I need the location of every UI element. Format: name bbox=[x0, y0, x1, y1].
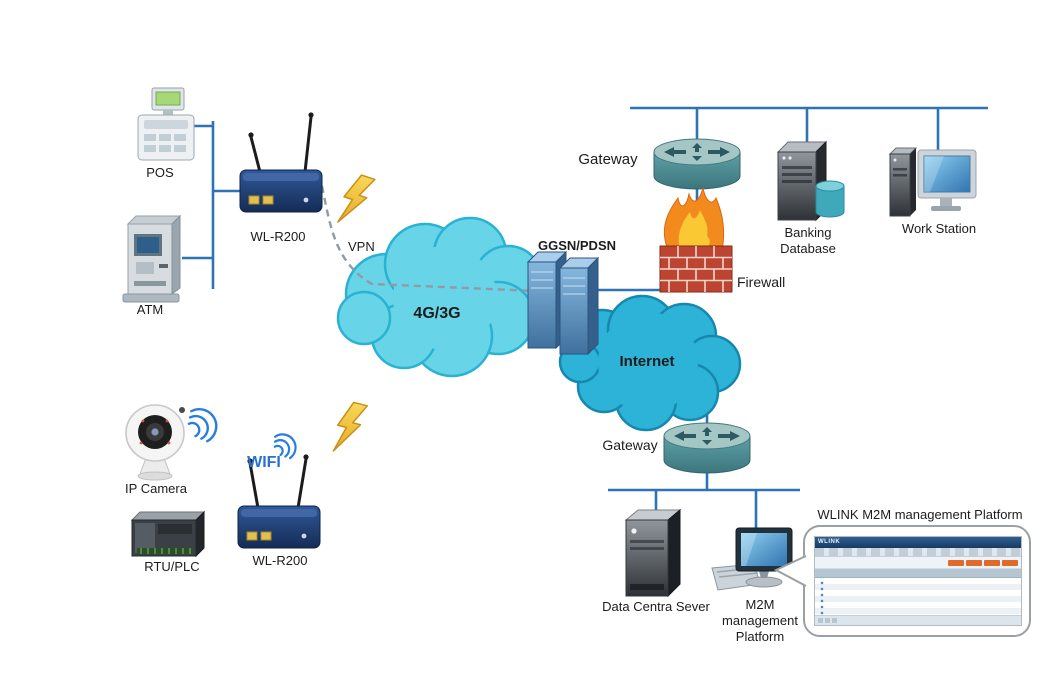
screenshot-pager-button bbox=[818, 618, 823, 623]
data-center-server-device bbox=[624, 508, 682, 598]
screenshot-toolbar-button bbox=[1002, 559, 1018, 566]
router-top-label: WL-R200 bbox=[250, 229, 306, 244]
screenshot-toolbar-button bbox=[948, 559, 964, 566]
gateway-top-device bbox=[653, 138, 741, 190]
ip-camera-label: IP Camera bbox=[125, 481, 187, 496]
screenshot-toolbar-button bbox=[984, 559, 1000, 566]
m2m-platform-screenshot: WLINK bbox=[814, 536, 1022, 626]
screenshot-toolbar bbox=[815, 557, 1021, 569]
screenshot-pager-button bbox=[832, 618, 837, 623]
screenshot-header-bar: WLINK bbox=[815, 537, 1021, 548]
vpn-dashed-link bbox=[320, 185, 537, 293]
wifi-signal-text-icon bbox=[273, 433, 297, 460]
gateway-top-label: Gateway bbox=[578, 151, 638, 168]
vpn-label: VPN bbox=[348, 239, 375, 254]
rtu-plc-label: RTU/PLC bbox=[144, 559, 200, 574]
m2m-platform-label: M2M management Platform bbox=[722, 597, 798, 644]
work-station-device bbox=[888, 147, 977, 217]
pos-label: POS bbox=[146, 165, 174, 180]
ggsn-label: GGSN/PDSN bbox=[537, 238, 616, 253]
router-bottom-device bbox=[237, 454, 321, 549]
data-center-server-label: Data Centra Sever bbox=[602, 599, 710, 614]
screenshot-table-rows bbox=[815, 578, 1021, 615]
router-top-device bbox=[239, 112, 323, 213]
rtu-plc-device bbox=[130, 510, 206, 558]
screenshot-logo: WLINK bbox=[818, 539, 841, 545]
firewall-device bbox=[659, 187, 733, 293]
router-bottom-label: WL-R200 bbox=[252, 553, 308, 568]
atm-label: ATM bbox=[136, 302, 164, 317]
work-station-label: Work Station bbox=[901, 221, 977, 236]
cloud-4g-label: 4G/3G bbox=[413, 305, 461, 322]
banking-database-label: Banking Database bbox=[780, 225, 836, 256]
screenshot-menu-bar bbox=[815, 548, 1021, 557]
lightning-bottom-icon bbox=[332, 401, 369, 452]
wifi-label: WIFI bbox=[247, 454, 281, 471]
cloud-4g bbox=[336, 216, 544, 378]
screenshot-pager-button bbox=[825, 618, 830, 623]
lightning-top-icon bbox=[337, 174, 376, 223]
gateway-bottom-device bbox=[663, 422, 751, 474]
ip-camera-device bbox=[125, 404, 185, 481]
cloud-internet bbox=[558, 294, 742, 432]
m2m-platform-device bbox=[711, 527, 793, 591]
wifi-signal-camera-icon bbox=[187, 408, 218, 443]
internet-label: Internet bbox=[619, 353, 675, 370]
atm-device bbox=[122, 214, 182, 303]
callout-title: WLINK M2M management Platform bbox=[817, 507, 1023, 522]
ggsn-server-device bbox=[526, 250, 600, 356]
firewall-label: Firewall bbox=[737, 274, 786, 290]
screenshot-status-bar bbox=[815, 615, 1021, 625]
screenshot-toolbar-button bbox=[966, 559, 982, 566]
pos-device bbox=[137, 87, 195, 161]
gateway-bottom-label: Gateway bbox=[602, 437, 658, 453]
banking-database-device bbox=[776, 140, 845, 222]
screenshot-table-header bbox=[815, 569, 1021, 578]
